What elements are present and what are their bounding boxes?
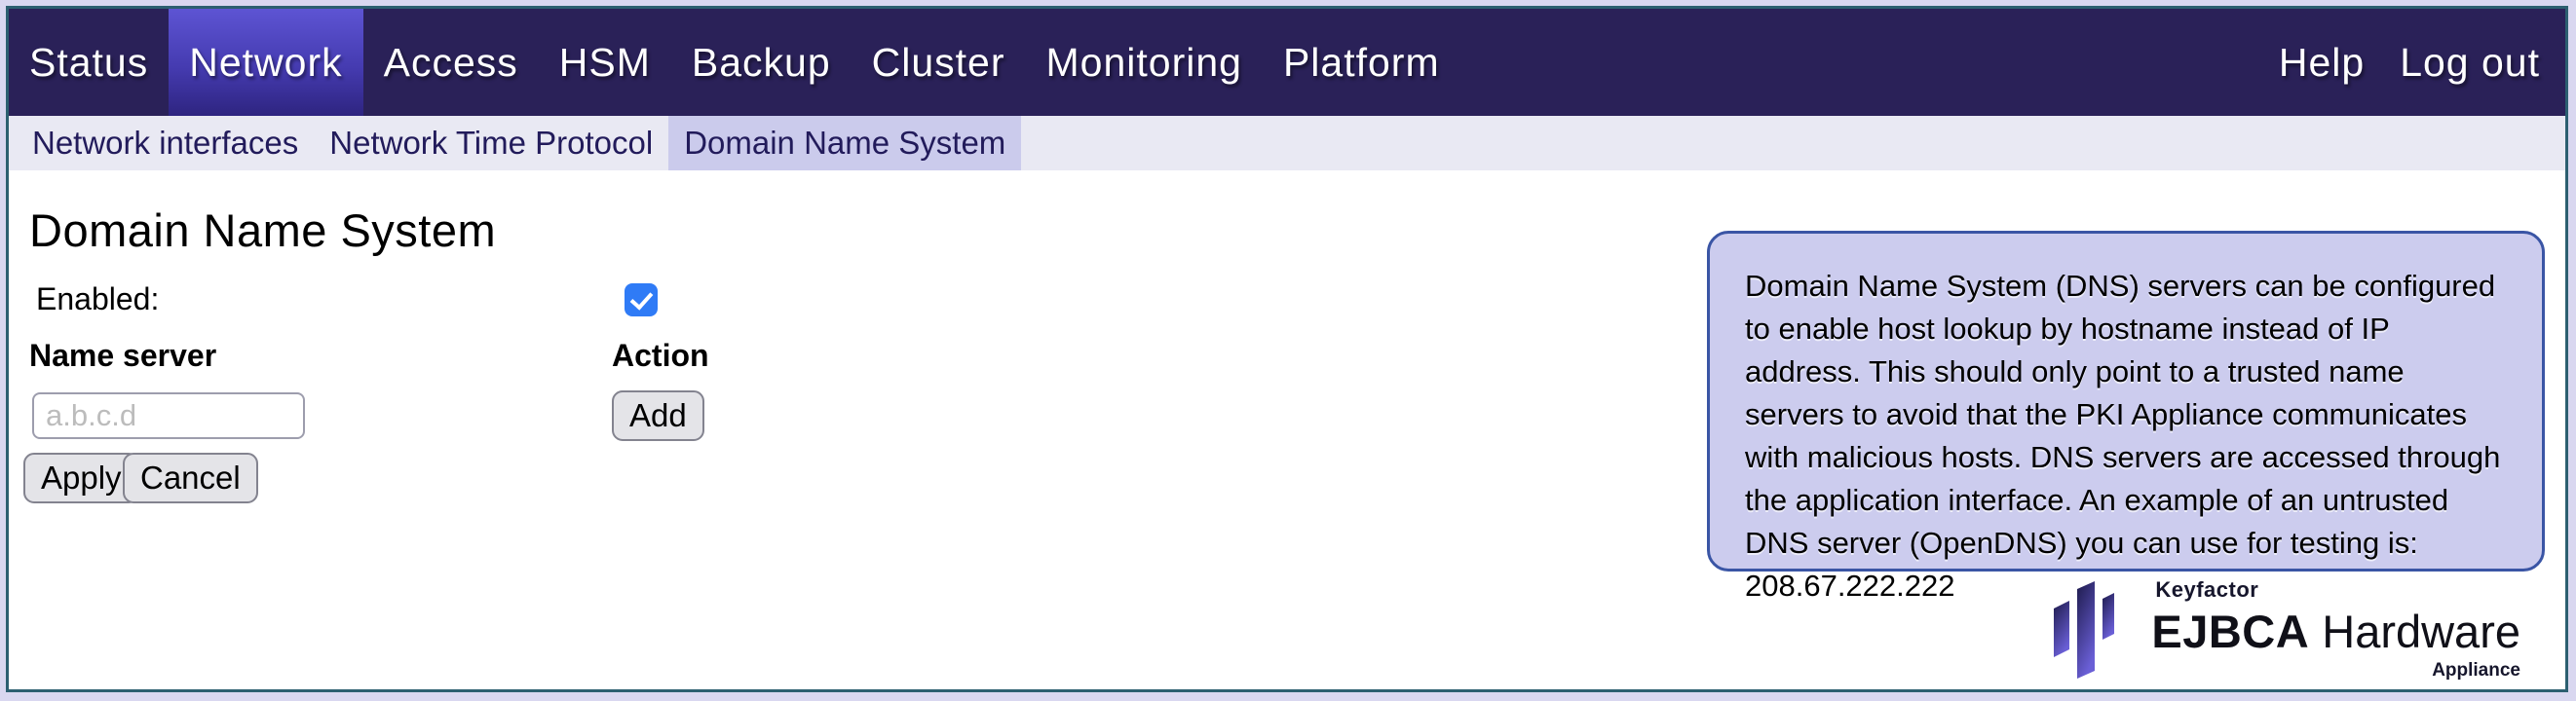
column-header-name-server: Name server: [29, 338, 217, 373]
logo-product-bold: EJBCA: [2151, 606, 2310, 657]
logo-product-regular: Hardware: [2309, 606, 2520, 657]
column-header-action: Action: [612, 338, 709, 373]
apply-button[interactable]: Apply: [23, 453, 139, 503]
name-server-input[interactable]: [32, 392, 305, 439]
logo-product: EJBCA Hardware: [2151, 605, 2520, 658]
sub-navbar: Network interfaces Network Time Protocol…: [9, 116, 2565, 170]
cancel-button[interactable]: Cancel: [123, 453, 258, 503]
subnav-item-network-time-protocol[interactable]: Network Time Protocol: [329, 125, 654, 161]
page-title: Domain Name System: [29, 204, 497, 256]
nav-item-network[interactable]: Network: [169, 9, 363, 116]
top-navbar: Status Network Access HSM Backup Cluster…: [9, 9, 2565, 116]
subnav-item-domain-name-system[interactable]: Domain Name System: [668, 116, 1022, 170]
nav-item-backup[interactable]: Backup: [691, 39, 831, 85]
add-button[interactable]: Add: [612, 390, 704, 441]
logo-text: Keyfactor EJBCA Hardware Appliance: [2151, 577, 2520, 682]
navbar-right: Help Log out: [2261, 9, 2565, 116]
keyfactor-ejbca-logo: Keyfactor EJBCA Hardware Appliance: [2050, 577, 2520, 682]
enabled-checkbox[interactable]: [625, 283, 658, 316]
nav-item-access[interactable]: Access: [383, 39, 518, 85]
enabled-label: Enabled:: [36, 281, 160, 316]
nav-item-platform[interactable]: Platform: [1282, 39, 1440, 85]
main-content: Domain Name System Enabled: Name server …: [9, 170, 2565, 689]
page-frame: Status Network Access HSM Backup Cluster…: [6, 6, 2568, 692]
nav-item-logout[interactable]: Log out: [2400, 39, 2540, 85]
nav-item-status[interactable]: Status: [29, 39, 149, 85]
nav-item-help[interactable]: Help: [2278, 39, 2366, 85]
subnav-item-network-interfaces[interactable]: Network interfaces: [32, 125, 299, 161]
info-box-text: Domain Name System (DNS) servers can be …: [1745, 269, 2501, 603]
nav-item-hsm[interactable]: HSM: [558, 39, 651, 85]
info-box: Domain Name System (DNS) servers can be …: [1707, 231, 2545, 603]
logo-brand: Keyfactor: [2155, 577, 2259, 602]
nav-item-cluster[interactable]: Cluster: [871, 39, 1005, 85]
nav-item-monitoring[interactable]: Monitoring: [1045, 39, 1242, 85]
keyfactor-bars-icon: [2054, 580, 2115, 679]
logo-sub: Appliance: [2432, 660, 2520, 681]
